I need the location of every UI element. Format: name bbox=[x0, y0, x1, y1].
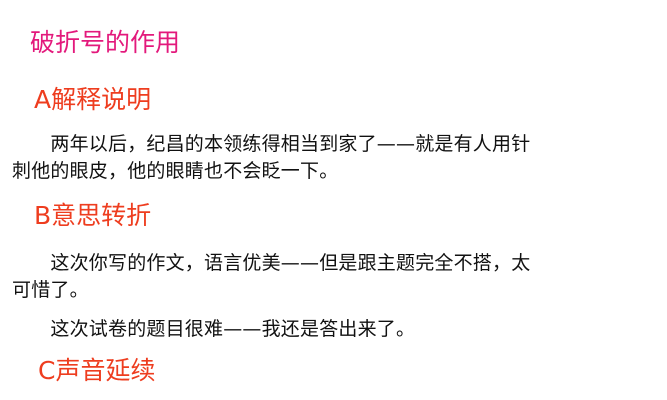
section-heading-b: B意思转折 bbox=[34, 201, 152, 230]
section-heading-c: C声音延续 bbox=[38, 356, 156, 385]
slide-title: 破折号的作用 bbox=[30, 28, 181, 57]
example-a-line-2: 刺他的眼皮，他的眼睛也不会眨一下。 bbox=[12, 160, 339, 182]
example-a-line-1: 两年以后，纪昌的本领练得相当到家了——就是有人用针 bbox=[12, 133, 531, 155]
example-b2-line-1: 这次试卷的题目很难——我还是答出来了。 bbox=[12, 318, 416, 340]
example-b1-line-1: 这次你写的作文，语言优美——但是跟主题完全不搭，太 bbox=[12, 252, 531, 274]
section-heading-a: A解释说明 bbox=[34, 85, 152, 114]
example-b1-line-2: 可惜了。 bbox=[12, 279, 89, 301]
